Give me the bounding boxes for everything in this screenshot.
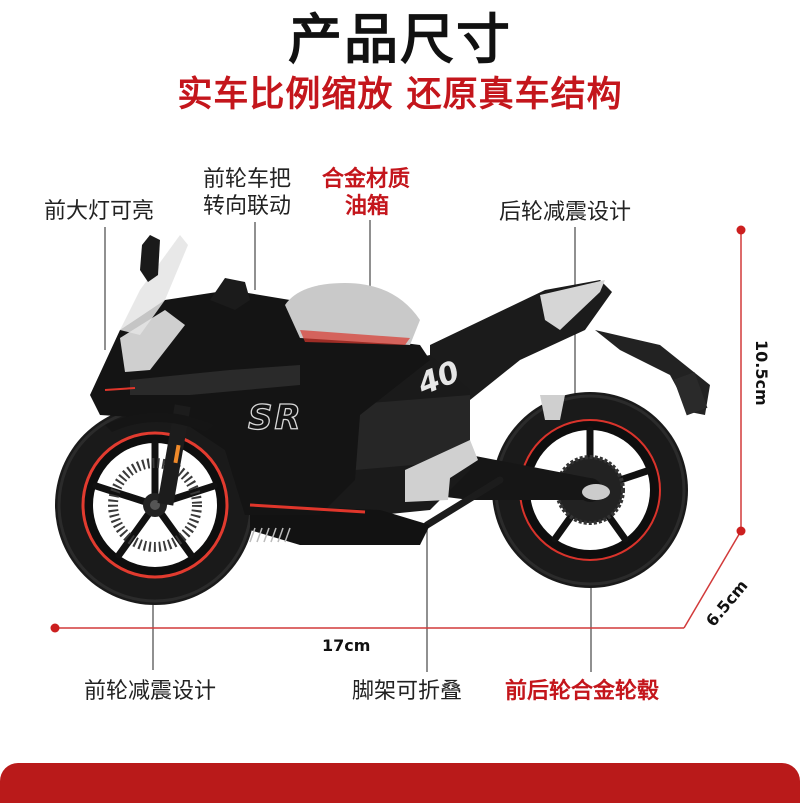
page-title: 产品尺寸 xyxy=(288,8,512,71)
callout-rear-shock: 后轮减震设计 xyxy=(499,200,632,225)
dimension-endpoints xyxy=(50,225,746,633)
callout-kickstand: 脚架可折叠 xyxy=(352,679,463,704)
page-subtitle: 实车比例缩放 还原真车结构 xyxy=(177,75,623,115)
front-wheel xyxy=(55,405,255,605)
length-endpoint-dot xyxy=(50,623,60,633)
height-bottom-dot xyxy=(736,526,746,536)
callout-handlebar-line2: 转向联动 xyxy=(203,194,292,219)
callout-handlebar-line1: 前轮车把 xyxy=(203,167,292,192)
callout-headlight: 前大灯可亮 xyxy=(44,199,155,224)
dimension-lines xyxy=(55,230,742,629)
callout-wheels: 前后轮合金轮毂 xyxy=(505,679,660,704)
callout-tank-line1: 合金材质 xyxy=(322,167,411,192)
footer-band xyxy=(0,763,800,803)
height-dimension-label: 10.5cm xyxy=(752,340,771,406)
callout-front-shock: 前轮减震设计 xyxy=(84,679,217,704)
callout-tank-line2: 油箱 xyxy=(345,194,390,219)
height-top-dot xyxy=(736,225,746,235)
length-dimension-label: 17cm xyxy=(322,636,371,655)
model-badge: SR xyxy=(247,398,303,438)
width-line xyxy=(683,530,742,629)
motorcycle xyxy=(55,235,710,605)
